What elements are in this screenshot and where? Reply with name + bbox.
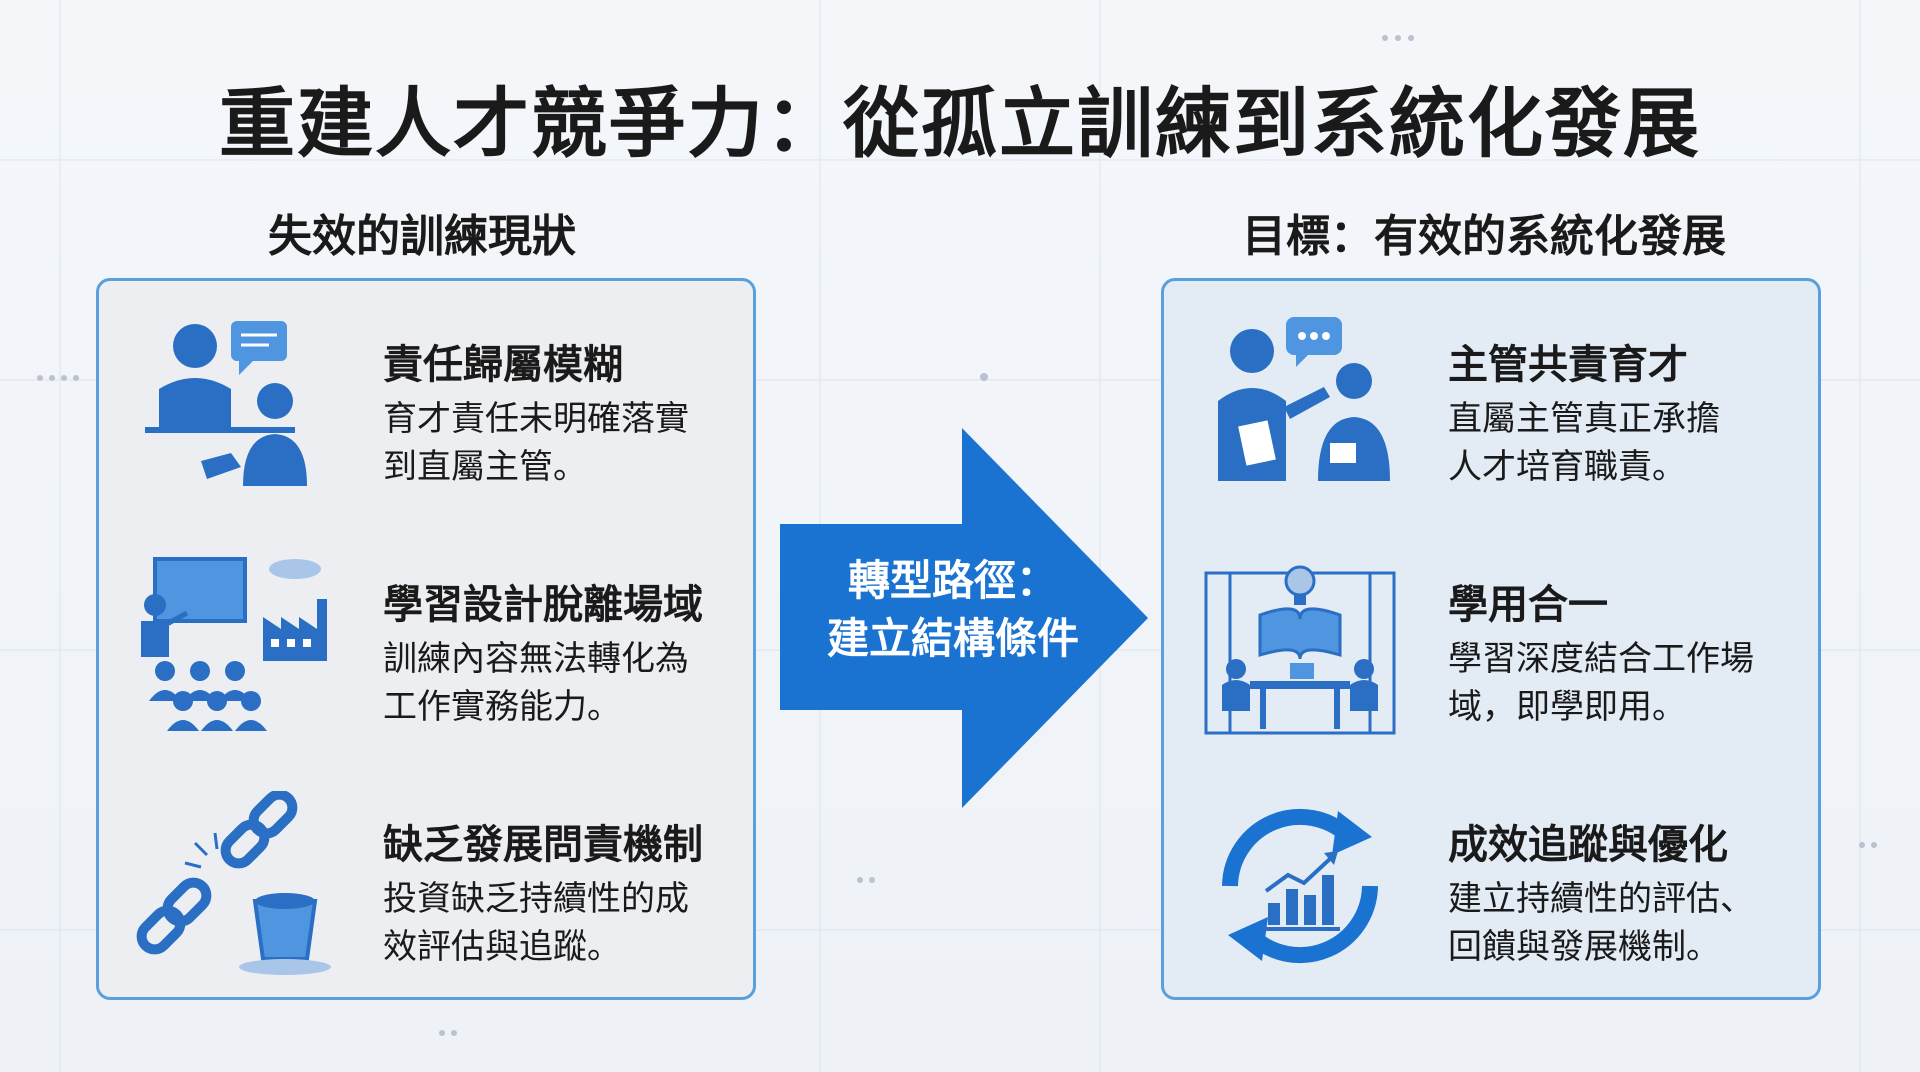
problem-title: 學習設計脫離場域 xyxy=(383,582,703,628)
problem-description: 投資缺乏持續性的成 效評估與追蹤。 xyxy=(383,879,689,967)
goal-title: 成效追蹤與優化 xyxy=(1448,822,1728,868)
broken-chain-bucket-icon xyxy=(136,791,331,975)
current-state-panel: 責任歸屬模糊 育才責任未明確落實 到直屬主管。 xyxy=(96,278,756,1000)
coaching-manager-icon xyxy=(1218,317,1390,481)
problem-title: 缺乏發展問責機制 xyxy=(383,822,703,868)
goal-description: 學習深度結合工作場 域，即學即用。 xyxy=(1448,639,1754,727)
transformation-label: 轉型路徑： 建立結構條件 xyxy=(826,556,1079,663)
problem-item: 缺乏發展問責機制 投資缺乏持續性的成 效評估與追蹤。 xyxy=(99,791,753,991)
right-section-heading: 目標：有效的系統化發展 xyxy=(1242,211,1726,262)
problem-description: 育才責任未明確落實 到直屬主管。 xyxy=(383,399,689,487)
transformation-arrow xyxy=(780,428,1148,808)
goal-item: 主管共責育才 直屬主管真正承擔 人才培育職責。 xyxy=(1164,311,1818,511)
problem-item: 責任歸屬模糊 育才責任未明確落實 到直屬主管。 xyxy=(99,311,753,511)
book-lightbulb-office-icon xyxy=(1204,565,1396,735)
target-state-panel: 主管共責育才 直屬主管真正承擔 人才培育職責。 學用合一 xyxy=(1161,278,1821,1000)
goal-description: 建立持續性的評估、 回饋與發展機制。 xyxy=(1448,879,1754,967)
goal-description: 直屬主管真正承擔 人才培育職責。 xyxy=(1448,399,1720,487)
cycle-growth-chart-icon xyxy=(1222,808,1378,964)
left-section-heading: 失效的訓練現狀 xyxy=(268,211,576,262)
goal-title: 主管共責育才 xyxy=(1448,342,1688,388)
goal-item: 學用合一 學習深度結合工作場 域，即學即用。 xyxy=(1164,551,1818,751)
classroom-factory-icon xyxy=(141,557,327,731)
problem-description: 訓練內容無法轉化為 工作實務能力。 xyxy=(383,639,689,727)
meeting-speech-icon xyxy=(145,321,307,486)
goal-title: 學用合一 xyxy=(1448,582,1608,628)
problem-item: 學習設計脫離場域 訓練內容無法轉化為 工作實務能力。 xyxy=(99,551,753,751)
page-title: 重建人才競爭力：從孤立訓練到系統化發展 xyxy=(219,79,1701,168)
goal-item: 成效追蹤與優化 建立持續性的評估、 回饋與發展機制。 xyxy=(1164,791,1818,991)
problem-title: 責任歸屬模糊 xyxy=(383,342,623,388)
